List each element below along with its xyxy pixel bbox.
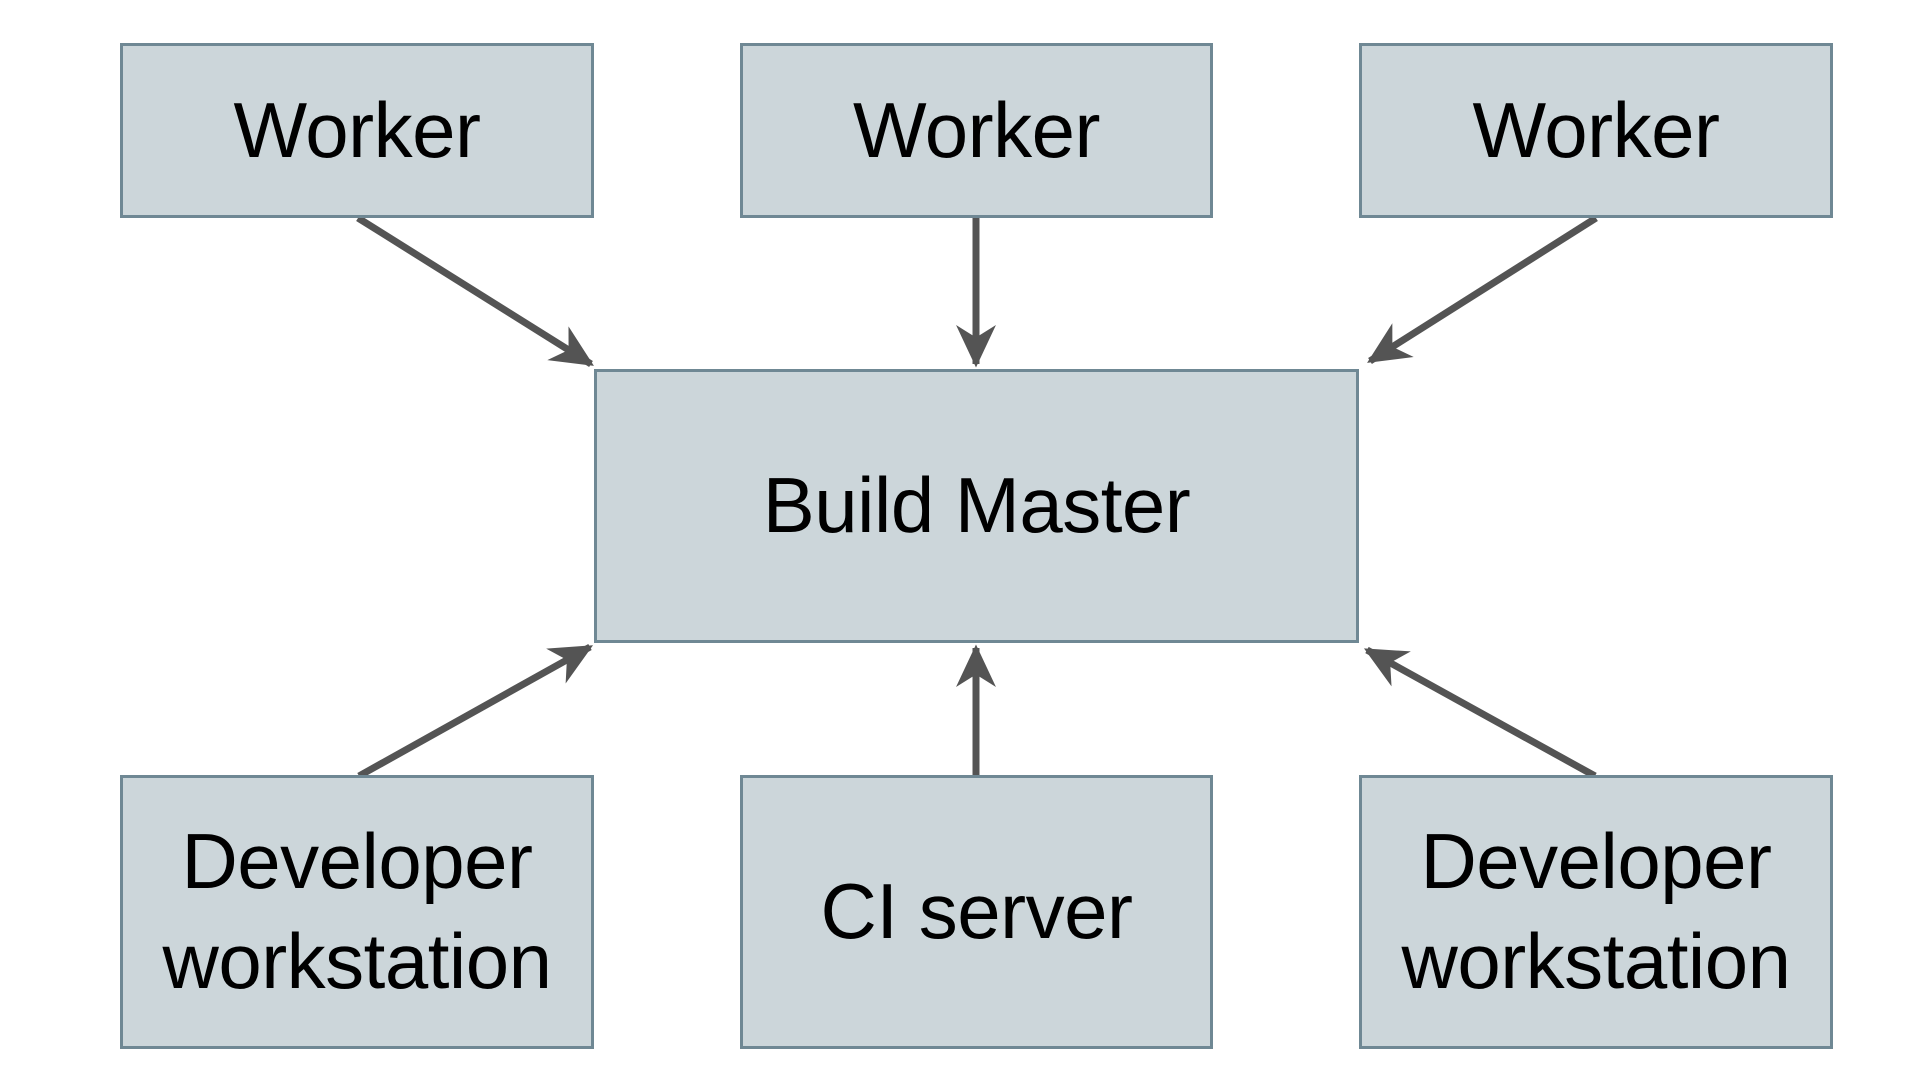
node-worker-3[interactable]: Worker xyxy=(1359,43,1833,218)
node-worker-2-label: Worker xyxy=(853,85,1100,174)
edge-dev-right-to-build-master xyxy=(1363,646,1597,780)
edge-worker-1-to-build-master xyxy=(356,215,594,367)
node-ci-server-label: CI server xyxy=(820,867,1133,956)
edge-dev-left-to-build-master xyxy=(357,643,594,780)
node-build-master-label: Build Master xyxy=(762,461,1191,550)
edge-worker-3-to-build-master xyxy=(1367,215,1598,364)
node-worker-3-label: Worker xyxy=(1472,85,1720,174)
node-build-master[interactable]: Build Master xyxy=(594,369,1359,643)
node-worker-2[interactable]: Worker xyxy=(740,43,1213,218)
node-developer-workstation-left-label: Developer workstation xyxy=(162,817,553,1005)
node-developer-workstation-right[interactable]: Developer workstation xyxy=(1359,775,1833,1049)
node-worker-1[interactable]: Worker xyxy=(120,43,594,218)
node-worker-1-label: Worker xyxy=(233,85,481,174)
node-ci-server[interactable]: CI server xyxy=(740,775,1213,1049)
node-developer-workstation-left[interactable]: Developer workstation xyxy=(120,775,594,1049)
node-developer-workstation-right-label: Developer workstation xyxy=(1401,817,1792,1005)
